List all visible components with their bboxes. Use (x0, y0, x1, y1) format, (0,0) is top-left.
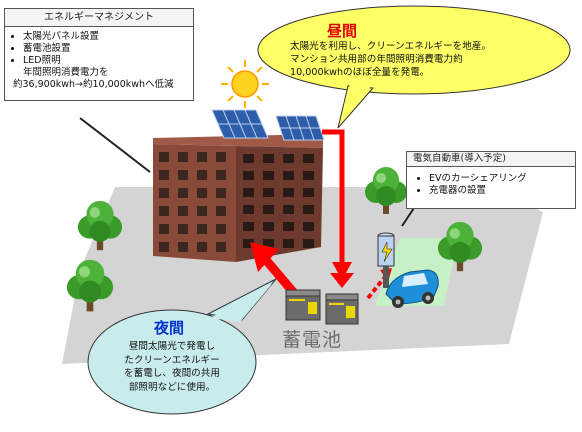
energy-item-solar: 太陽光パネル設置 (23, 31, 193, 43)
building-window (178, 242, 188, 252)
nighttime-arrow-icon (250, 242, 279, 272)
daytime-title: 昼間 (327, 22, 358, 40)
ev-item-charger: 充電器の設置 (429, 185, 575, 197)
daytime-arrow-icon (332, 262, 352, 280)
building-window (243, 205, 254, 214)
energy-management-box: エネルギーマネジメント 太陽光パネル設置 蓄電池設置 LED照明 年間照明消費電… (4, 8, 194, 101)
energy-item-led-label: LED照明 (23, 55, 61, 66)
energy-pointer-line (79, 117, 151, 173)
building-window (243, 188, 254, 197)
electric-car-icon (385, 269, 439, 308)
nighttime-line: 部照明などに使用。 (128, 381, 216, 393)
energy-item-led: LED照明 年間照明消費電力を (23, 55, 193, 79)
building-window (263, 239, 274, 248)
building-window (263, 222, 274, 231)
building-window (263, 171, 274, 180)
building-window (283, 171, 294, 180)
nighttime-line: 昼間太陽光で発電し (128, 341, 216, 352)
building-window (159, 242, 169, 252)
building-window (159, 188, 169, 198)
building-window (303, 205, 314, 214)
building-window (263, 154, 274, 163)
building-window (283, 222, 294, 231)
solar-panel-icon (211, 109, 325, 141)
building-window (197, 188, 207, 198)
building-window (216, 242, 226, 252)
building-window (283, 205, 294, 214)
building-window (197, 242, 207, 252)
building-window (159, 152, 169, 162)
nighttime-description: 昼間太陽光で発電し たクリーンエネルギー を蓄電し、夜間の共用 部照明などに使用… (106, 340, 238, 394)
building-window (303, 239, 314, 248)
battery-icon (325, 293, 359, 325)
apartment-building (153, 134, 323, 262)
building-window (197, 224, 207, 234)
building-window (216, 152, 226, 162)
building-window (283, 154, 294, 163)
daytime-arrow-icon (330, 273, 354, 288)
energy-management-title: エネルギーマネジメント (5, 9, 193, 27)
building-window (178, 206, 188, 216)
nighttime-line: を蓄電し、夜間の共用 (124, 368, 220, 379)
building-window (159, 224, 169, 234)
building-window (303, 154, 314, 163)
building-window (178, 152, 188, 162)
energy-led-detail-2: 約36,900kwh→約10,000kwhへ低減 (13, 79, 174, 90)
battery-label: 蓄電池 (282, 329, 343, 351)
building-window (303, 188, 314, 197)
building-window (159, 206, 169, 216)
building-window (178, 224, 188, 234)
building-window (263, 205, 274, 214)
building-window (243, 154, 254, 163)
battery-icon (285, 289, 321, 321)
building-window (216, 206, 226, 216)
building-window (178, 170, 188, 180)
building-window (243, 171, 254, 180)
building-window (216, 170, 226, 180)
building-window (197, 170, 207, 180)
building-window (159, 170, 169, 180)
tree-icon (437, 221, 483, 272)
battery-to-charger-arrow (366, 276, 386, 300)
building-window (283, 188, 294, 197)
energy-item-battery: 蓄電池設置 (23, 43, 193, 55)
ev-item-carshare: EVのカーシェアリング (429, 173, 575, 185)
nighttime-bubble (87, 278, 277, 415)
building-window (243, 239, 254, 248)
tree-icon (77, 200, 123, 251)
building-window (303, 171, 314, 180)
building-window (178, 188, 188, 198)
building-window (216, 188, 226, 198)
building-window (197, 152, 207, 162)
daytime-description: 太陽光を利用し、クリーンエネルギーを地産。 マンション共用部の年間照明消費電力約… (290, 40, 560, 79)
daytime-line: マンション共用部の年間照明消費電力約 (290, 54, 463, 65)
building-window (283, 239, 294, 248)
energy-led-detail-1: 年間照明消費電力を (23, 67, 109, 78)
nighttime-title: 夜間 (154, 319, 185, 337)
building-window (263, 188, 274, 197)
daytime-line: 太陽光を利用し、クリーンエネルギーを地産。 (290, 41, 491, 52)
daytime-line: 10,000kwhのほぼ全量を発電。 (290, 67, 430, 78)
daytime-bubble (257, 5, 571, 129)
sun-icon (221, 60, 269, 108)
ev-title: 電気自動車(導入予定) (407, 152, 575, 167)
building-window (216, 224, 226, 234)
building-window (243, 222, 254, 231)
nighttime-line: たクリーンエネルギー (124, 354, 220, 366)
ev-box: 電気自動車(導入予定) EVのカーシェアリング 充電器の設置 (406, 151, 576, 209)
tree-icon (66, 259, 114, 312)
building-window (197, 206, 207, 216)
ev-pointer-line (401, 207, 415, 227)
ev-charger-icon (377, 232, 395, 288)
building-window (303, 222, 314, 231)
tree-icon (365, 167, 407, 214)
panel-to-battery-line (322, 129, 345, 262)
